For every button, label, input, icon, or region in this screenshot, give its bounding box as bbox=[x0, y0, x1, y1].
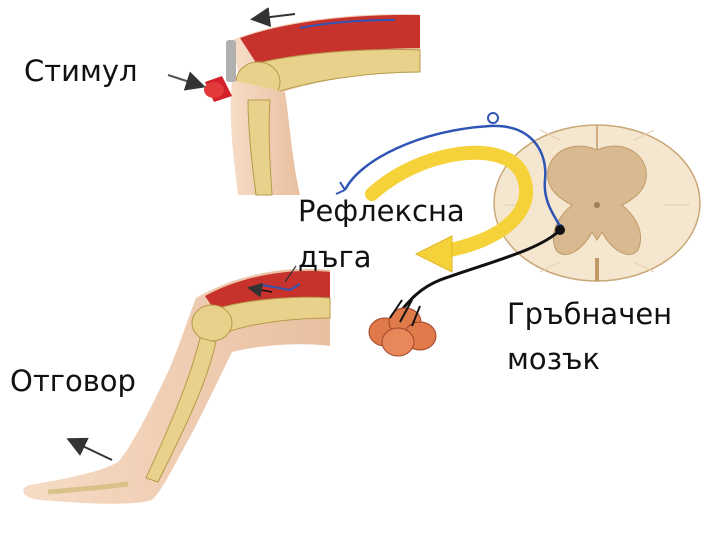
stimulus-pointer-line bbox=[168, 75, 202, 86]
response-label: Отговор bbox=[10, 367, 136, 396]
spinal-cord-label-line1: Гръбначен bbox=[507, 300, 672, 329]
reflex-arc-label-line2: дъга bbox=[298, 243, 372, 272]
reflex-arc-label-line1: Рефлексна bbox=[298, 197, 465, 226]
top-knee-illustration bbox=[226, 14, 420, 195]
muscle-fiber-bundle bbox=[369, 300, 436, 356]
spinal-cord-label-line2: мозък bbox=[507, 345, 600, 374]
dorsal-root-ganglion bbox=[488, 113, 498, 123]
stimulus-label: Стимул bbox=[24, 57, 138, 86]
response-direction-arrow bbox=[70, 440, 112, 460]
